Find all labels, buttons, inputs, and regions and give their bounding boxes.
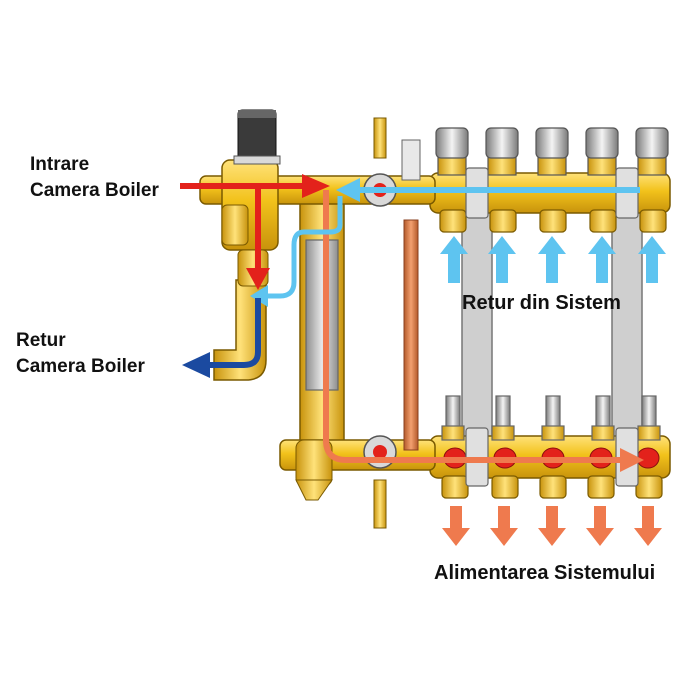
- system-supply-arrows: [442, 506, 662, 546]
- system-supply-label: Alimentarea Sistemului: [434, 562, 656, 584]
- boiler-inlet-label-line1: Intrare: [30, 154, 90, 175]
- mixing-down-arrowhead: [246, 268, 270, 290]
- supply-flow-arrowhead: [620, 448, 644, 472]
- boiler-return-label-line1: Retur: [16, 330, 66, 351]
- mixing-valve: [213, 109, 281, 381]
- boiler-inlet-label-line2: Camera Boiler: [30, 180, 159, 201]
- system-return-arrows: [440, 236, 666, 283]
- return-loop-arrowhead: [250, 285, 268, 307]
- boiler-return-label-line2: Camera Boiler: [16, 356, 145, 377]
- supply-flow-path: [323, 190, 625, 463]
- boiler-return-flow: [210, 298, 261, 368]
- return-flow-arrowhead: [336, 178, 360, 202]
- boiler-supply-flow: [180, 183, 305, 272]
- mounting-brackets: [461, 181, 643, 473]
- boiler-supply-arrowhead: [302, 174, 330, 198]
- boiler-inlet-label: Intrare Camera Boiler: [30, 152, 159, 204]
- system-return-label: Retur din Sistem: [462, 292, 621, 314]
- return-loop-path: [266, 196, 343, 299]
- boiler-return-label: Retur Camera Boiler: [16, 328, 145, 380]
- boiler-return-arrowhead: [182, 352, 210, 378]
